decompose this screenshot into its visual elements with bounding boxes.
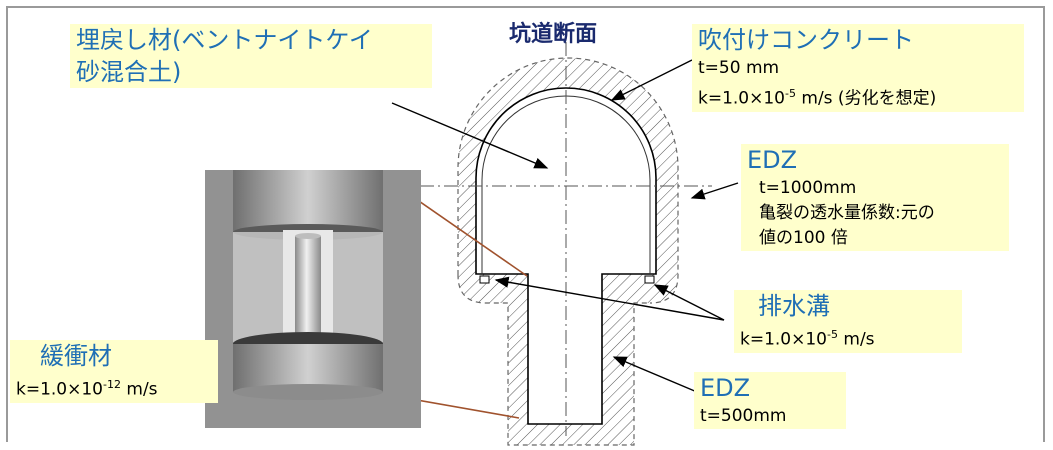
diagram-title: 坑道断面: [509, 22, 598, 47]
edz-upper-desc-1: 亀裂の透水量係数:元の: [759, 203, 935, 223]
shotcrete-thickness: t=50 mm: [698, 58, 780, 78]
shotcrete-note: 吹付けコンクリート t=50 mm k=1.0×10-5 m/s (劣化を想定): [692, 24, 1024, 112]
edz-lower-title: EDZ: [700, 374, 751, 402]
shotcrete-title: 吹付けコンクリート: [698, 26, 914, 54]
backfill-note: 埋戻し材(ベントナイトケイ 砂混合土): [70, 24, 432, 88]
edz-upper-desc-2: 値の100 倍: [759, 228, 848, 248]
drain-leader-right: [653, 284, 725, 321]
edz-lower-leader: [612, 356, 698, 393]
buffer-permeability: k=1.0×10-12 m/s: [16, 378, 158, 400]
drain-title: 排水溝: [758, 292, 830, 320]
drain-leader-left: [494, 276, 725, 321]
buffer-note: 緩衝材 k=1.0×10-12 m/s: [10, 340, 218, 403]
figure-frame: [6, 6, 1045, 442]
edz-upper-leader: [690, 182, 739, 200]
buffer-title: 緩衝材: [40, 342, 112, 370]
backfill-line-2: 砂混合土): [76, 58, 182, 86]
disposal-pit-3d-illustration: [205, 170, 421, 428]
drain-ditch-right: [644, 275, 655, 284]
tunnel-opening: [475, 87, 657, 425]
drain-ditch-left: [479, 275, 490, 284]
edz-lower-note: EDZ t=500mm: [694, 372, 846, 429]
edz-upper-thickness: t=1000mm: [759, 178, 857, 198]
edz-upper-note: EDZ t=1000mm 亀裂の透水量係数:元の 値の100 倍: [741, 144, 1009, 251]
drain-note: 排水溝 k=1.0×10-5 m/s: [734, 290, 962, 353]
backfill-leader: [391, 102, 549, 169]
edz-upper-title: EDZ: [747, 146, 798, 174]
edz-lower-thickness: t=500mm: [700, 406, 787, 426]
drain-permeability: k=1.0×10-5 m/s: [740, 328, 875, 350]
backfill-line-1: 埋戻し材(ベントナイトケイ: [76, 26, 373, 54]
shotcrete-leader: [610, 59, 693, 101]
shotcrete-permeability: k=1.0×10-5 m/s (劣化を想定): [698, 87, 937, 109]
